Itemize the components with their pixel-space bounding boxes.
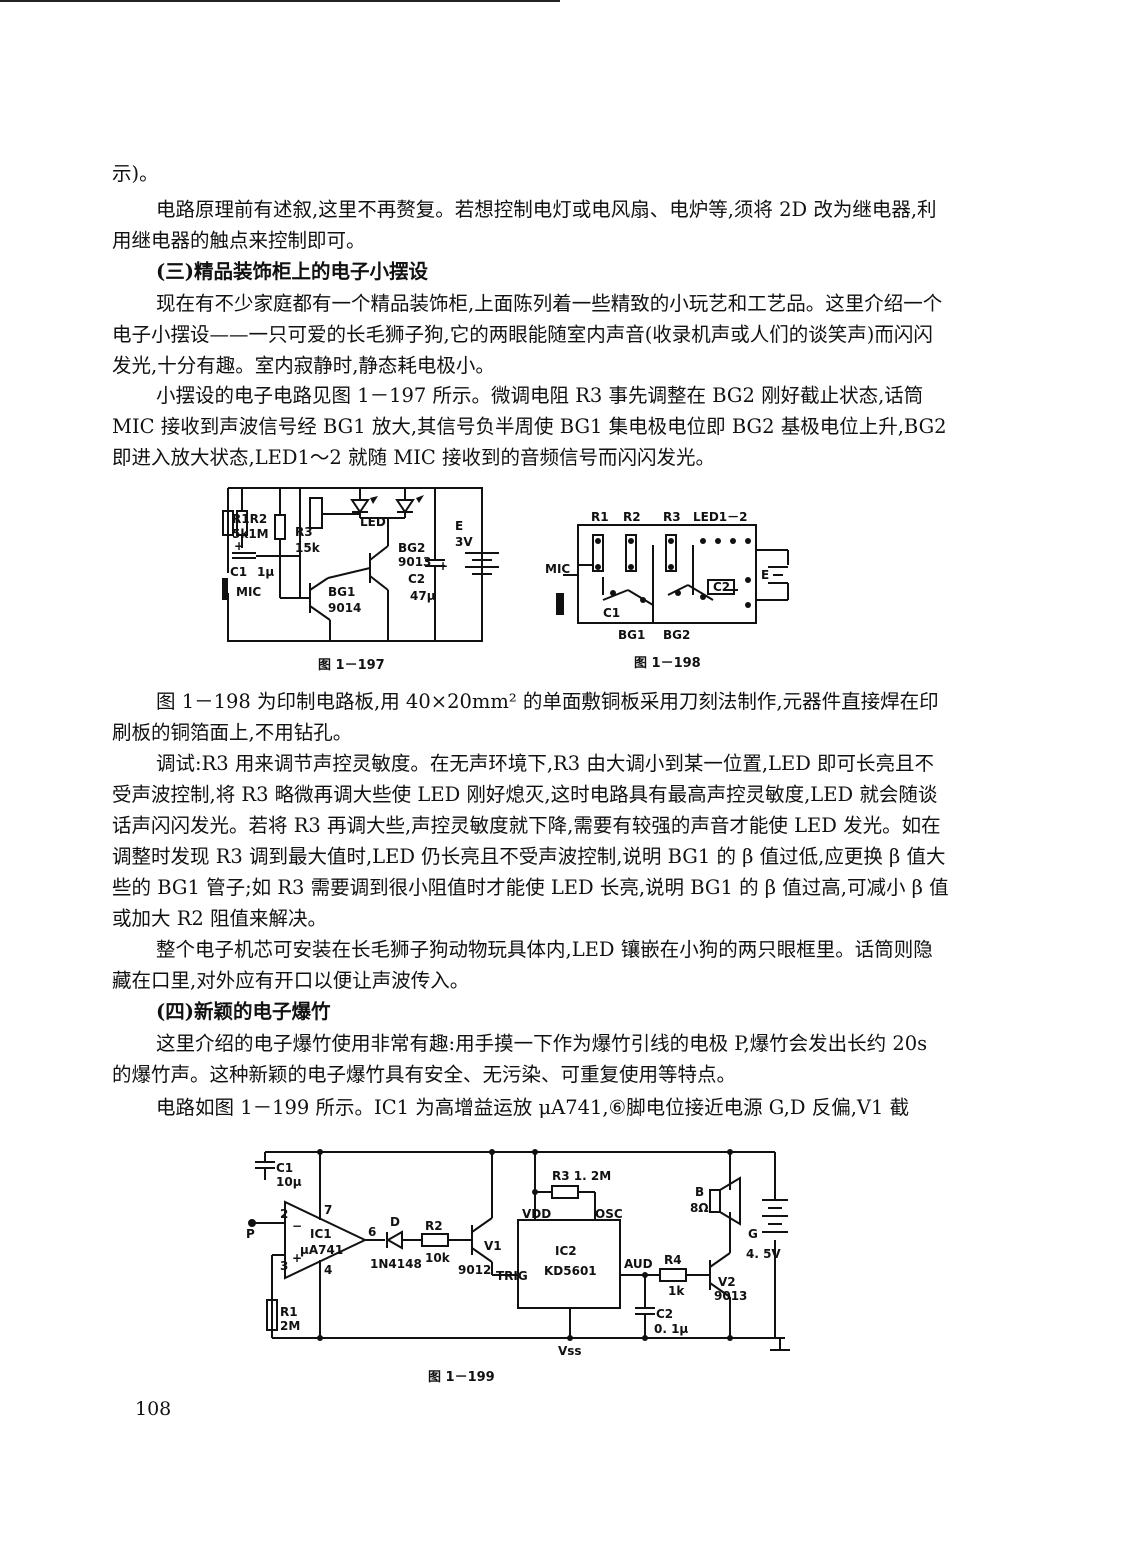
svg-text:E: E [761, 568, 769, 582]
svg-text:G: G [748, 1227, 758, 1241]
svg-text:P: P [246, 1227, 255, 1241]
figure-1-197-caption: 图 1－197 [318, 658, 385, 673]
svg-text:3V: 3V [455, 535, 473, 549]
svg-text:2: 2 [280, 1207, 288, 1221]
svg-text:47μ: 47μ [410, 589, 436, 603]
svg-text:LED: LED [360, 515, 386, 529]
svg-text:B: B [695, 1185, 704, 1199]
svg-text:+: + [292, 1251, 302, 1265]
figure-1-198-pcb: R1 R2 R3 LED1－2 MIC C1 C2 E BG1 BG2 [545, 510, 789, 642]
svg-text:4: 4 [324, 1263, 332, 1277]
svg-text:9013: 9013 [398, 555, 431, 569]
svg-text:D: D [390, 1215, 400, 1229]
paragraph-relay: 电路原理前有述叙,这里不再赘复。若想控制电灯或电风扇、电炉等,须将 2D 改为继… [112, 198, 937, 252]
svg-text:5k1M: 5k1M [232, 527, 269, 541]
svg-text:C1: C1 [230, 565, 247, 579]
svg-text:R2: R2 [425, 1219, 443, 1233]
figure-1-199-caption: 图 1－199 [428, 1370, 495, 1385]
paragraph-intro-3: 现在有不少家庭都有一个精品装饰柜,上面陈列着一些精致的小玩艺和工艺品。这里介绍一… [112, 292, 943, 377]
figure-1-197-schematic: R1R2 5k1M R3 15k LED BG2 9013 E 3V C1 1μ… [222, 487, 499, 642]
svg-text:R4: R4 [664, 1253, 682, 1267]
page-number: 108 [135, 1398, 172, 1420]
svg-text:V2: V2 [718, 1275, 736, 1289]
svg-text:Vss: Vss [558, 1344, 582, 1358]
svg-text:+: + [234, 539, 244, 553]
svg-text:+: + [438, 559, 448, 573]
paragraph-intro-4: 这里介绍的电子爆竹使用非常有趣:用手摸一下作为爆竹引线的电极 P,爆竹会发出长约… [112, 1032, 928, 1086]
svg-text:2M: 2M [280, 1319, 300, 1333]
svg-text:TRIG: TRIG [496, 1269, 528, 1283]
top-rule [0, 0, 560, 2]
svg-text:7: 7 [324, 1203, 332, 1217]
svg-text:10k: 10k [425, 1251, 451, 1265]
paragraph-debug: 调试:R3 用来调节声控灵敏度。在无声环境下,R3 由大调小到某一位置,LED … [112, 752, 949, 930]
svg-text:OSC: OSC [595, 1207, 623, 1221]
svg-text:R3: R3 [663, 510, 681, 524]
svg-text:R1: R1 [280, 1305, 298, 1319]
section-heading-3: (三)精品装饰柜上的电子小摆设 [156, 260, 428, 283]
paragraph-pcb: 图 1－198 为印制电路板,用 40×20mm² 的单面敷铜板采用刀刻法制作,… [112, 690, 939, 744]
svg-text:−: − [292, 1219, 302, 1233]
svg-text:C2: C2 [656, 1307, 673, 1321]
svg-text:BG1: BG1 [618, 628, 645, 642]
svg-text:MIC: MIC [545, 562, 570, 576]
svg-text:LED1－2: LED1－2 [693, 510, 748, 524]
svg-text:VDD: VDD [522, 1207, 551, 1221]
svg-text:9012: 9012 [458, 1263, 491, 1277]
svg-text:0. 1μ: 0. 1μ [654, 1322, 688, 1336]
svg-text:8Ω: 8Ω [690, 1201, 709, 1215]
svg-text:6: 6 [368, 1225, 376, 1239]
svg-text:9013: 9013 [714, 1289, 747, 1303]
svg-text:BG2: BG2 [663, 628, 690, 642]
svg-text:R3: R3 [295, 525, 313, 539]
svg-text:MIC: MIC [236, 585, 261, 599]
svg-text:V1: V1 [484, 1239, 502, 1253]
svg-text:R2: R2 [623, 510, 641, 524]
svg-text:μA741: μA741 [300, 1243, 343, 1257]
svg-text:1μ: 1μ [257, 565, 274, 579]
svg-text:C2: C2 [408, 572, 425, 586]
svg-text:E: E [455, 519, 463, 533]
svg-text:C1: C1 [603, 606, 620, 620]
svg-text:R1: R1 [591, 510, 609, 524]
paragraph-install: 整个电子机芯可安装在长毛狮子狗动物玩具体内,LED 镶嵌在小狗的两只眼框里。话筒… [112, 938, 933, 992]
svg-text:KD5601: KD5601 [544, 1264, 597, 1278]
svg-text:R3 1. 2M: R3 1. 2M [552, 1169, 611, 1183]
svg-text:AUD: AUD [624, 1257, 653, 1271]
figure-1-198-caption: 图 1－198 [634, 656, 701, 671]
svg-text:1N4148: 1N4148 [370, 1257, 422, 1271]
figure-1-199-schematic: C1 10μ P IC1 μA741 2 3 7 4 6 − + D 1N414… [246, 1149, 790, 1358]
svg-text:BG1: BG1 [328, 585, 355, 599]
paragraph-continuation: 示)。 [112, 162, 159, 185]
svg-text:BG2: BG2 [398, 541, 425, 555]
svg-text:4. 5V: 4. 5V [746, 1247, 781, 1261]
svg-text:R1R2: R1R2 [232, 512, 267, 526]
svg-text:10μ: 10μ [276, 1175, 302, 1189]
svg-text:C1: C1 [276, 1161, 293, 1175]
svg-text:1k: 1k [668, 1284, 685, 1298]
svg-text:IC1: IC1 [310, 1227, 332, 1241]
paragraph-circuit-197: 小摆设的电子电路见图 1－197 所示。微调电阻 R3 事先调整在 BG2 刚好… [112, 384, 947, 469]
paragraph-circuit-199: 电路如图 1－199 所示。IC1 为高增益运放 μA741,⑥脚电位接近电源 … [156, 1096, 910, 1119]
svg-text:9014: 9014 [328, 601, 361, 615]
svg-text:C2: C2 [713, 580, 730, 594]
svg-text:3: 3 [280, 1259, 288, 1273]
section-heading-4: (四)新颖的电子爆竹 [156, 1000, 331, 1023]
svg-text:15k: 15k [295, 541, 321, 555]
svg-text:IC2: IC2 [555, 1244, 577, 1258]
